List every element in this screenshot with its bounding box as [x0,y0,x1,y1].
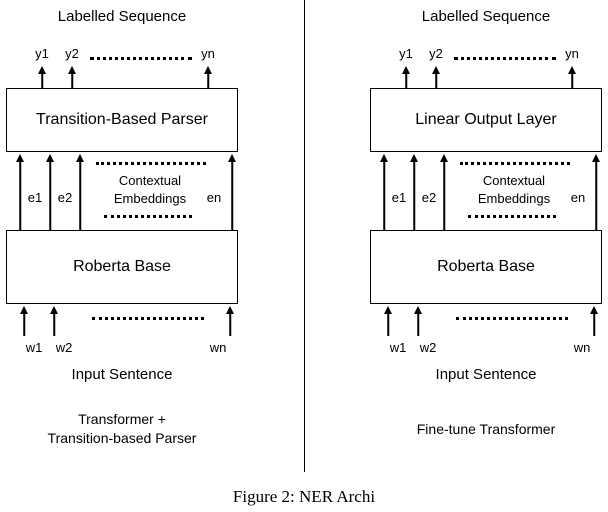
top-box-label: Transition-Based Parser [36,111,208,128]
up-arrow-icon [44,154,56,230]
up-arrow-icon [566,66,578,88]
encoder-box-label: Roberta Base [73,258,171,275]
output-label-y1: y1 [35,46,49,61]
output-label-yn: yn [201,46,215,61]
up-arrow-icon [378,154,390,230]
top-box: Transition-Based Parser [6,88,238,152]
input-sentence-label: Input Sentence [435,366,537,383]
contextual-line: Contextual [482,173,546,188]
contextual-embeddings-label: Contextual Embeddings [478,172,550,207]
embeddings-line: Embeddings [113,190,187,206]
embedding-label-e1: e1 [391,190,407,205]
panel-caption: Fine-tune Transformer [370,420,602,439]
top-box-label: Linear Output Layer [415,111,557,128]
panel-transformer-parser: Labelled Sequence y1 y2 yn Transition-Ba… [0,0,300,472]
input-label-w1: w1 [25,340,43,355]
panel-diagram: Labelled Sequence y1 y2 yn Transition-Ba… [6,0,238,472]
ellipsis-dots [454,57,556,60]
embedding-label-e1: e1 [27,190,43,205]
embeddings-line: Embeddings [477,190,551,206]
panel-diagram: Labelled Sequence y1 y2 yn Linear Output… [370,0,602,472]
panel-caption-line2: Transition-based Parser [47,429,197,446]
embedding-label-e2: e2 [57,190,73,205]
up-arrow-icon [224,306,236,336]
labelled-sequence-label: Labelled Sequence [57,8,187,25]
up-arrow-icon [18,306,30,336]
contextual-embeddings-label: Contextual Embeddings [114,172,186,207]
ellipsis-dots [456,317,568,320]
up-arrow-icon [66,66,78,88]
output-label-yn: yn [565,46,579,61]
ellipsis-dots [104,215,192,218]
ellipsis-dots [90,57,192,60]
input-label-w2: w2 [55,340,73,355]
panel-finetune-transformer: Labelled Sequence y1 y2 yn Linear Output… [308,0,608,472]
up-arrow-icon [48,306,60,336]
up-arrow-icon [14,154,26,230]
ellipsis-dots [92,317,204,320]
ellipsis-dots [468,215,556,218]
up-arrow-icon [400,66,412,88]
ellipsis-dots [96,162,206,165]
top-box: Linear Output Layer [370,88,602,152]
input-sentence-label: Input Sentence [71,366,173,383]
output-label-y2: y2 [65,46,79,61]
vertical-divider [304,0,305,472]
encoder-box: Roberta Base [370,230,602,304]
figure-caption: Figure 2: NER Archi [232,487,376,506]
labelled-sequence-label: Labelled Sequence [421,8,551,25]
up-arrow-icon [226,154,238,230]
embedding-label-en: en [206,190,222,205]
up-arrow-icon [382,306,394,336]
up-arrow-icon [588,306,600,336]
input-label-wn: wn [573,340,591,355]
encoder-box-label: Roberta Base [437,258,535,275]
up-arrow-icon [74,154,86,230]
up-arrow-icon [590,154,602,230]
up-arrow-icon [412,306,424,336]
up-arrow-icon [430,66,442,88]
panel-caption: Transformer + Transition-based Parser [6,410,238,448]
output-label-y2: y2 [429,46,443,61]
embedding-label-en: en [570,190,586,205]
contextual-line: Contextual [118,173,182,188]
panel-caption-line1: Transformer + [78,411,166,427]
output-label-y1: y1 [399,46,413,61]
up-arrow-icon [202,66,214,88]
embedding-label-e2: e2 [421,190,437,205]
ellipsis-dots [460,162,570,165]
up-arrow-icon [408,154,420,230]
input-label-w1: w1 [389,340,407,355]
up-arrow-icon [36,66,48,88]
panel-caption-line1: Fine-tune Transformer [416,421,556,437]
encoder-box: Roberta Base [6,230,238,304]
input-label-w2: w2 [419,340,437,355]
up-arrow-icon [438,154,450,230]
input-label-wn: wn [209,340,227,355]
